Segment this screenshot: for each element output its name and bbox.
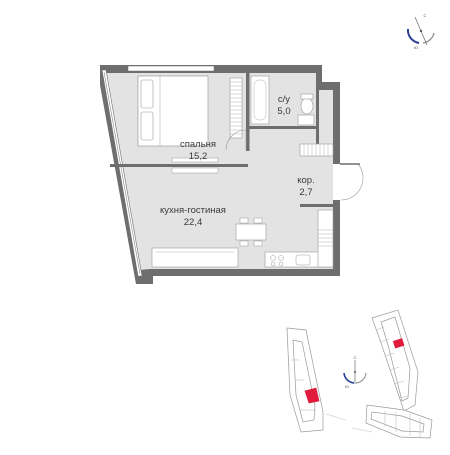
site-building-right-upper [371, 309, 419, 412]
pillow-2 [140, 111, 154, 141]
chair-4 [253, 240, 263, 247]
compass-mini-center [354, 371, 356, 373]
tv-console [171, 167, 219, 174]
wall-bedroom-bottom [110, 164, 248, 167]
site-building-cells [291, 326, 421, 437]
chair-1 [239, 217, 249, 224]
compass-main-north: С [424, 13, 427, 18]
compass-main-center [419, 29, 423, 33]
bedroom-door [225, 129, 247, 151]
compass-main-south: Ю [414, 45, 418, 50]
apartment-plan: спальня 15,2 с/у 5,0 кор. 2,7 кухня-гост… [100, 65, 364, 284]
compass-main-arc-blue [406, 28, 420, 44]
room-area-bedroom: 15,2 [189, 151, 208, 162]
compass-mini: С Ю [343, 355, 367, 389]
site-path [351, 427, 373, 433]
site-plan [286, 309, 433, 439]
window-top [127, 65, 215, 72]
compass-main: С Ю [406, 13, 435, 50]
room-area-corridor: 2,7 [299, 187, 312, 198]
compass-mini-arc-grey [355, 372, 367, 384]
wall-corridor-bottom [300, 204, 333, 207]
room-area-living: 22,4 [184, 217, 203, 228]
entry-door-swing [340, 163, 364, 201]
toilet [300, 97, 314, 115]
wall-corridor-right-top [316, 82, 319, 144]
room-name-bedroom: спальня [180, 139, 216, 150]
entry-door-gap [333, 164, 341, 200]
sofa [151, 247, 239, 268]
chair-3 [239, 240, 249, 247]
stove-burner-3 [270, 261, 276, 267]
wall-bath-bottom [246, 126, 316, 129]
site-building-right-upper-inner [380, 316, 411, 402]
stove-burner-1 [270, 255, 276, 261]
wardrobe [229, 77, 243, 139]
site-building-right-lower [365, 404, 433, 439]
wardrobe-hatch [230, 81, 242, 135]
chair-2 [253, 217, 263, 224]
compass-mini-south: Ю [345, 384, 349, 389]
dining-table [235, 223, 267, 241]
kitchen-column [317, 209, 334, 268]
site-highlight-marker [392, 338, 405, 349]
room-name-bathroom: с/у [278, 94, 290, 105]
kitchen-column-hatch [318, 229, 333, 247]
site-building-left-inner [292, 339, 316, 423]
window-left-line [103, 71, 141, 275]
bedroom-tv [171, 157, 219, 163]
sink [297, 114, 315, 126]
site-path-2 [325, 413, 347, 421]
corridor-wardrobe-hatch [303, 144, 329, 156]
bathtub-inner [253, 79, 267, 121]
site-building-right-lower-inner [370, 411, 425, 433]
compass-mini-arc-blue [343, 372, 355, 384]
kitchen-sink [295, 254, 311, 266]
compass-mini-north: С [354, 355, 357, 360]
stove-burner-4 [278, 261, 284, 267]
room-name-corridor: кор. [297, 175, 314, 186]
room-name-living: кухня-гостиная [160, 205, 226, 216]
wall-bath-left [246, 73, 250, 151]
site-building-left [286, 327, 324, 433]
site-apartment-highlight [304, 387, 320, 404]
toilet-tank [300, 93, 314, 100]
pillow-1 [140, 79, 154, 109]
compass-main-arc-grey [422, 32, 435, 44]
stove-burner-2 [278, 255, 284, 261]
room-area-bathroom: 5,0 [277, 106, 290, 117]
